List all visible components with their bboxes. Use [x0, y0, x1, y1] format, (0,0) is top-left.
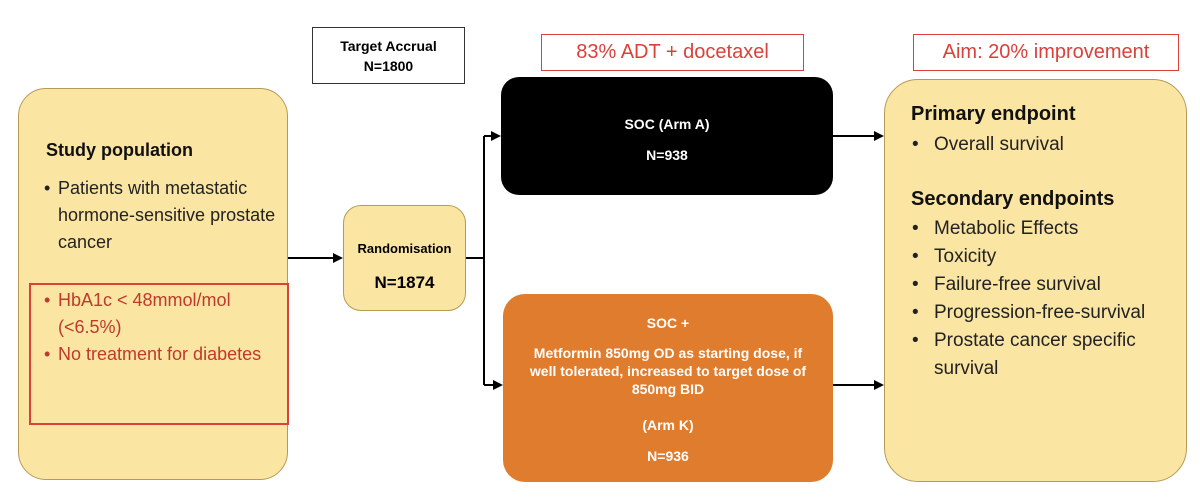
list-item: •Metabolic Effects [912, 215, 1172, 243]
target-accrual-n: N=1800 [363, 58, 414, 74]
bullet-icon: • [912, 218, 919, 239]
aim-note: Aim: 20% improvement [913, 34, 1179, 71]
list-item: •Progression-free-survival [912, 299, 1172, 327]
bullet-icon: • [912, 302, 919, 323]
highlight-box [29, 283, 289, 425]
list-item: •No treatment for diabetes [44, 341, 280, 368]
arm-k-label: (Arm K) [642, 417, 694, 433]
list-item: •Overall survival [912, 131, 1172, 159]
target-accrual-box: Target Accrual N=1800 [312, 27, 465, 84]
adt-docetaxel-note: 83% ADT + docetaxel [541, 34, 804, 71]
primary-endpoint-title: Primary endpoint [911, 103, 1076, 125]
list-item: •Patients with metastatic hormone-sensit… [44, 175, 280, 256]
list-item: •Failure-free survival [912, 271, 1172, 299]
secondary-endpoints-list: •Metabolic Effects •Toxicity •Failure-fr… [912, 215, 1172, 383]
primary-endpoint-list: •Overall survival [912, 131, 1172, 159]
arm-k-n: N=936 [647, 448, 689, 464]
bullet-icon: • [44, 290, 51, 310]
list-item: •Toxicity [912, 243, 1172, 271]
bullet-icon: • [44, 344, 51, 364]
population-criteria-list: •Patients with metastatic hormone-sensit… [44, 175, 280, 256]
arm-k-description: Metformin 850mg OD as starting dose, if … [529, 345, 807, 397]
arm-a-box: SOC (Arm A) N=938 [501, 77, 833, 195]
bullet-icon: • [912, 134, 919, 155]
randomisation-box: Randomisation N=1874 [343, 205, 466, 311]
secondary-endpoints-title: Secondary endpoints [911, 188, 1115, 210]
randomisation-label: Randomisation [357, 241, 452, 256]
list-item: •Prostate cancer specific survival [912, 327, 1172, 383]
target-accrual-label: Target Accrual [340, 38, 437, 54]
bullet-icon: • [912, 330, 919, 351]
arm-k-box: SOC + Metformin 850mg OD as starting dos… [503, 294, 833, 482]
endpoints-box [884, 79, 1187, 482]
bullet-icon: • [912, 246, 919, 267]
randomisation-n: N=1874 [374, 273, 435, 292]
arm-a-title: SOC (Arm A) [624, 116, 710, 132]
population-exclusion-list: •HbA1c < 48mmol/mol (<6.5%) •No treatmen… [44, 287, 280, 368]
bullet-icon: • [44, 178, 51, 198]
arm-a-n: N=938 [646, 147, 688, 163]
list-item: •HbA1c < 48mmol/mol (<6.5%) [44, 287, 280, 341]
study-population-title: Study population [46, 140, 193, 160]
arm-k-title: SOC + [646, 315, 690, 331]
bullet-icon: • [912, 274, 919, 295]
